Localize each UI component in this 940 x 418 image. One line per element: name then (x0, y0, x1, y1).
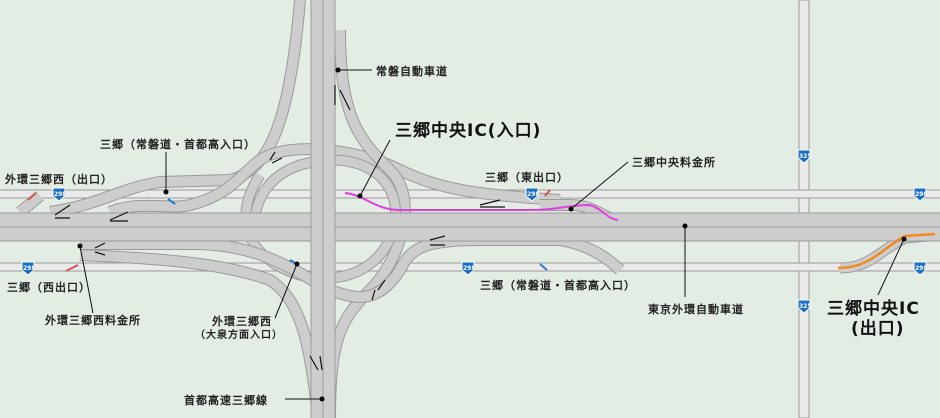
svg-text:325: 325 (799, 153, 812, 160)
route-298-shield: 298 (461, 261, 476, 276)
label-misato-central-tollgate: 三郷中央料金所 (632, 155, 716, 169)
label-misato-jobando-entrance-top: 三郷（常磐道・首都高入口） (100, 137, 256, 151)
entrance-route-line (344, 192, 619, 221)
svg-text:298: 298 (915, 265, 928, 272)
route-325-road (798, 0, 810, 418)
label-tokyo-gaikan: 東京外環自動車道 (648, 302, 744, 316)
label-joban: 常磐自動車道 (376, 64, 448, 78)
svg-text:298: 298 (54, 191, 67, 198)
ramps (16, 0, 940, 418)
route-325-shield: 325 (797, 299, 812, 314)
svg-text:298: 298 (527, 191, 540, 198)
svg-text:298: 298 (915, 191, 928, 198)
route-325-shield: 325 (797, 149, 812, 164)
exit-arrow-west (27, 192, 37, 201)
route-298-shield: 298 (52, 187, 67, 202)
label-gaikan-misato-west-tollgate: 外環三郷西料金所 (44, 313, 141, 327)
label-misato-central-exit-sub: (出口) (851, 318, 905, 339)
label-gaikan-misato-west-entrance: 外環三郷西 (211, 314, 272, 328)
exit-arrow-east (544, 189, 551, 197)
svg-text:298: 298 (463, 265, 476, 272)
svg-text:325: 325 (799, 303, 812, 310)
route-298-shield: 298 (21, 261, 36, 276)
joban-expressway (310, 0, 336, 418)
entry-arrow-3 (539, 263, 548, 271)
label-shuto-misato: 首都高速三郷線 (184, 393, 268, 407)
label-gaikan-misato-west-entrance-sub: （大泉方面入口） (195, 328, 283, 341)
exit-arrow-west-lower (65, 264, 79, 272)
label-misato-central-exit: 三郷中央IC (827, 298, 920, 319)
direction-arrows (54, 85, 505, 371)
leader-lines (77, 67, 907, 402)
route-298-shield: 298 (525, 187, 540, 202)
label-misato-west-exit: 三郷（西出口） (7, 280, 91, 294)
svg-text:298: 298 (23, 265, 36, 272)
label-gaikan-misato-west-exit: 外環三郷西（出口） (4, 172, 113, 186)
label-misato-central-entrance: 三郷中央IC(入口) (395, 120, 541, 141)
route-298-shield: 298 (913, 187, 928, 202)
label-misato-east-exit: 三郷（東出口） (485, 170, 569, 184)
tokyo-gaikan-expressway (0, 212, 940, 242)
entry-arrow-1 (167, 198, 176, 205)
route-298-shield: 298 (913, 261, 928, 276)
label-misato-jobando-entrance-bottom: 三郷（常磐道・首都高入口） (480, 278, 636, 292)
